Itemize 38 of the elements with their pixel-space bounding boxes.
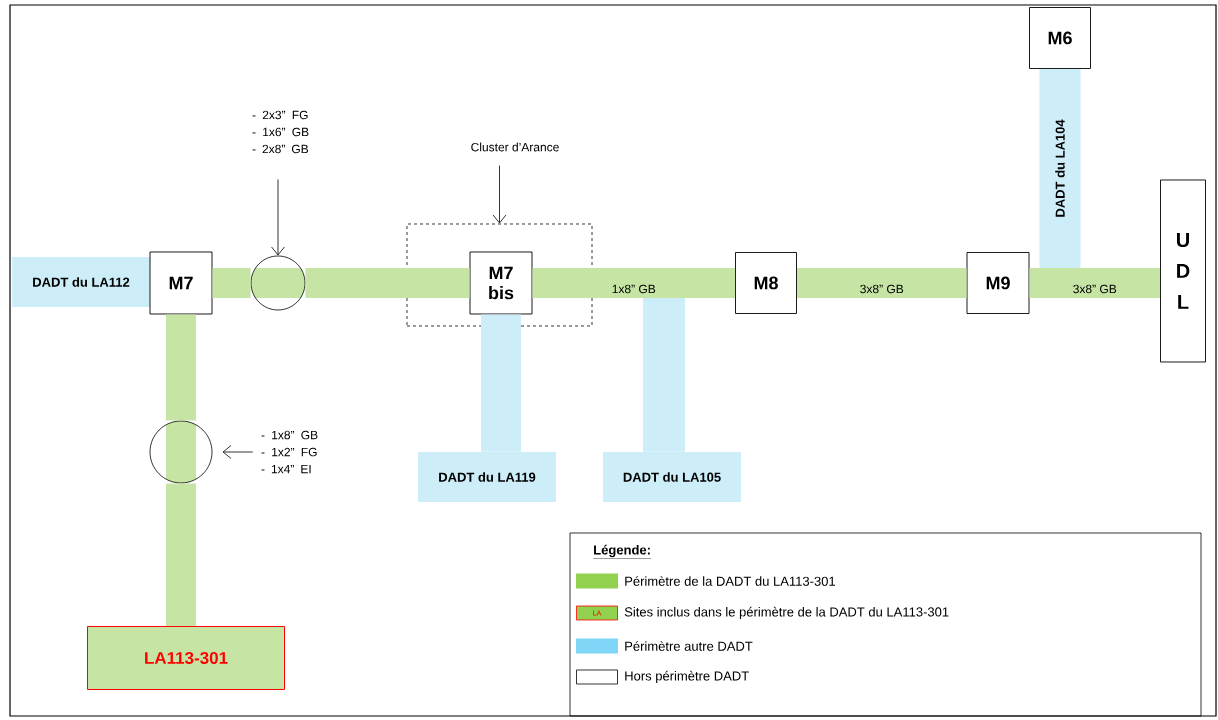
area-label-box: DADT du LA105: [603, 452, 741, 502]
pipe-circle: [250, 255, 306, 311]
site-box: LA113-301: [87, 626, 285, 690]
station-box: M6: [1029, 7, 1091, 69]
pipe-band: [796, 268, 967, 298]
legend-text: Sites inclus dans le périmètre de la DADT du LA113-301: [624, 606, 949, 620]
station-box: M7 bis: [469, 251, 533, 315]
area-label-box: DADT du LA112: [12, 257, 150, 307]
pipe-band: [1039, 68, 1081, 268]
edge-label: 3x8” GB: [1071, 283, 1118, 295]
legend-title: Légende:: [593, 544, 652, 559]
pipe-band: [166, 483, 196, 626]
leader-arrow: [271, 179, 285, 256]
pipe-band: [166, 314, 196, 421]
edge-label: 3x8” GB: [858, 283, 905, 295]
pipe-band: [212, 268, 251, 298]
area-label-box: DADT du LA119: [418, 452, 556, 502]
pipe-list-note: - 2x3” FG - 1x6” GB - 2x8” GB: [252, 110, 309, 154]
pipe-band: [305, 268, 470, 298]
station-box: M8: [735, 252, 797, 314]
cluster-label: Cluster d’Arance: [471, 142, 559, 152]
station-box: U D L: [1160, 179, 1206, 363]
edge-label: 1x8” GB: [610, 283, 657, 295]
station-box: M7: [149, 251, 213, 315]
pipe-list-note: - 1x8” GB - 1x2” FG - 1x4” EI: [261, 430, 318, 474]
edge-label: DADT du LA104: [1053, 117, 1067, 220]
pipe-band: [643, 298, 685, 452]
pipe-band: [1029, 268, 1161, 298]
legend-text: Périmètre de la DADT du LA113-301: [625, 576, 835, 586]
pipe-circle: [149, 420, 213, 484]
cluster-box: [406, 223, 593, 327]
leader-arrow: [222, 445, 254, 459]
legend-text: Hors périmètre DADT: [625, 670, 749, 684]
pipe-band: [532, 268, 736, 298]
legend-text: Périmètre autre DADT: [625, 641, 753, 651]
pipe-band: [481, 314, 521, 452]
leader-arrow: [492, 165, 507, 224]
station-box: M9: [966, 252, 1030, 314]
